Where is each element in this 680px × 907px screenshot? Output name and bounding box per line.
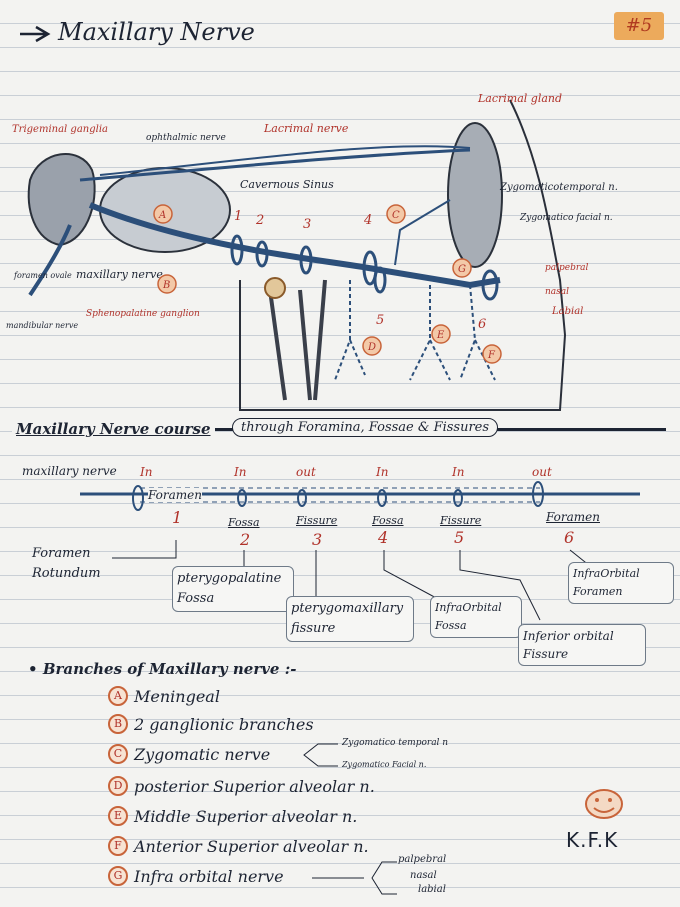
- course-number: 6: [564, 528, 575, 547]
- course-nerve-label: maxillary nerve: [22, 464, 117, 478]
- branch-item: F Anterior Superior alveolar n.: [108, 836, 369, 856]
- diagram-letter: B: [162, 280, 170, 291]
- branch-text: Middle Superior alveolar n.: [134, 806, 358, 826]
- branch-item: C Zygomatic nerve: [108, 744, 270, 764]
- arrow-bullet-icon: [20, 25, 51, 43]
- label-nasal: nasal: [545, 287, 569, 297]
- label-lacrimal-nerve: Lacrimal nerve: [263, 122, 349, 135]
- branch-text: posterior Superior alveolar n.: [134, 776, 375, 796]
- direction-label: out: [532, 465, 552, 479]
- diagram-letter: E: [436, 330, 445, 341]
- zygomatic-sub: Zygomatico temporal n: [342, 738, 449, 748]
- diagram-number: 2: [255, 213, 264, 228]
- smiley-icon: [585, 789, 623, 819]
- branch-text: Meningeal: [134, 686, 220, 706]
- label-lacrimal-gland: Lacrimal gland: [477, 92, 562, 105]
- course-heading: Maxillary Nerve course: [12, 420, 215, 438]
- label-cavernous-sinus: Cavernous Sinus: [240, 178, 334, 191]
- course-name: Foramen Rotundum: [32, 546, 101, 581]
- maxillary-nerve-diagram: Trigeminal ganglia ophthalmic nerve Lacr…: [6, 92, 618, 411]
- branch-item: E Middle Superior alveolar n.: [108, 806, 357, 826]
- course-number: 2: [240, 530, 251, 549]
- diagram-letter: F: [487, 350, 496, 361]
- label-mandibular-nerve: mandibular nerve: [6, 321, 78, 330]
- course-name: InfraOrbital Foramen: [568, 562, 674, 604]
- signature: K.F.K: [566, 828, 619, 852]
- zygomatic-sub: Zygomatico Facial n.: [342, 760, 427, 769]
- branch-letter: D: [108, 776, 128, 796]
- infraorbital-sub: nasal: [410, 870, 437, 881]
- type-label: Fossa: [372, 514, 404, 527]
- course-name: Inferior orbital Fissure: [518, 624, 646, 666]
- branch-text: 2 ganglionic branches: [134, 714, 314, 734]
- course-number: 1: [172, 508, 183, 527]
- diagram-number: 1: [234, 209, 242, 224]
- branch-item: A Meningeal: [108, 686, 220, 706]
- diagram-letter: C: [392, 210, 400, 221]
- branch-text: Infra orbital nerve: [134, 866, 284, 886]
- label-maxillary-nerve: maxillary nerve: [76, 268, 163, 281]
- type-label: Fissure: [440, 514, 482, 527]
- maxillary-nerve-path: [88, 202, 501, 289]
- label-zygomaticotemporal: Zygomaticotemporal n.: [499, 182, 618, 193]
- course-subheading: through Foramina, Fossae & Fissures: [232, 418, 499, 437]
- label-trigeminal-ganglia: Trigeminal ganglia: [12, 124, 108, 135]
- branch-letter: B: [108, 714, 128, 734]
- direction-label: In: [234, 465, 247, 479]
- direction-label: out: [296, 465, 316, 479]
- branch-text: Anterior Superior alveolar n.: [134, 836, 369, 856]
- type-label: Foramen: [546, 510, 600, 524]
- diagram-number: 4: [363, 213, 372, 228]
- course-number: 5: [454, 528, 465, 547]
- course-number: 4: [378, 528, 389, 547]
- branches-heading: • Branches of Maxillary nerve :-: [28, 660, 297, 678]
- diagram-letter: D: [367, 342, 376, 353]
- page-number-badge: #5: [614, 12, 664, 40]
- label-ophthalmic-nerve: ophthalmic nerve: [146, 133, 226, 143]
- course-number: 3: [312, 530, 323, 549]
- direction-label: In: [140, 465, 153, 479]
- branch-item: B 2 ganglionic branches: [108, 714, 314, 734]
- type-label: Foramen: [148, 488, 202, 502]
- diagram-number: 5: [376, 313, 384, 328]
- mandibular-nerve-path: [28, 224, 72, 297]
- label-labial: Labial: [551, 306, 583, 317]
- course-name: InfraOrbital Fossa: [430, 596, 522, 638]
- ophthalmic-nerve-path: [79, 148, 471, 182]
- branch-item: G Infra orbital nerve: [108, 866, 284, 886]
- course-name: pterygopalatine Fossa: [172, 566, 294, 612]
- branch-letter: C: [108, 744, 128, 764]
- label-foramen-ovale: foramen ovale: [13, 271, 72, 280]
- diagram-letter: G: [458, 264, 466, 275]
- bracket-icon: [303, 743, 338, 767]
- orbit-shape: [447, 122, 503, 268]
- diagram-letter: A: [158, 210, 166, 221]
- label-zygomaticofacial: Zygomatico facial n.: [519, 213, 613, 223]
- trigeminal-ganglion-shape: [27, 153, 96, 247]
- branch-letter: G: [108, 866, 128, 886]
- direction-label: In: [376, 465, 389, 479]
- diagram-number: 6: [478, 317, 486, 332]
- course-name: pterygomaxillary fissure: [286, 596, 414, 642]
- diagram-number: 3: [303, 217, 311, 232]
- label-sphenopalatine-ganglion: Sphenopalatine ganglion: [86, 309, 200, 319]
- direction-label: In: [452, 465, 465, 479]
- branch-text: Zygomatic nerve: [134, 744, 271, 764]
- type-label: Fissure: [296, 514, 338, 527]
- label-palpebral: palpebral: [545, 263, 589, 273]
- branch-letter: F: [108, 836, 128, 856]
- bracket-icon: [312, 861, 397, 895]
- type-label: Fossa: [228, 516, 260, 529]
- branch-letter: E: [108, 806, 128, 826]
- infraorbital-sub: labial: [418, 884, 446, 895]
- branch-letter: A: [108, 686, 128, 706]
- page-title: Maxillary Nerve: [58, 18, 255, 46]
- infraorbital-sub: palpebral: [398, 854, 447, 865]
- branches-heading-text: Branches of Maxillary nerve :-: [42, 660, 297, 678]
